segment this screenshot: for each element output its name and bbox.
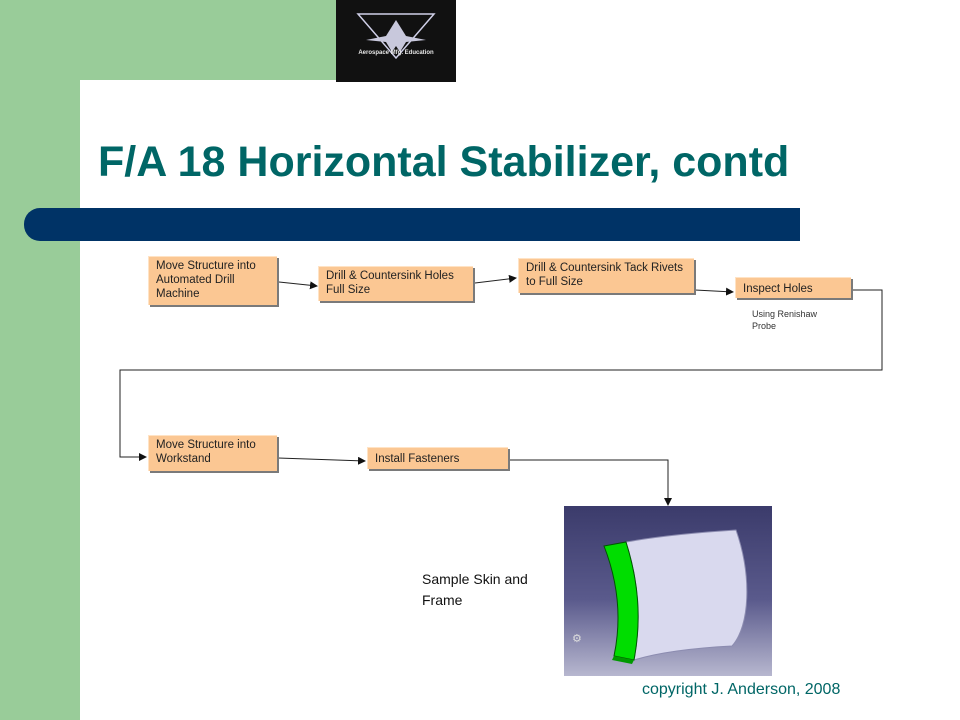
top-accent-band (0, 0, 336, 80)
aerospace-logo: Aerospace Mfg. Education (336, 0, 456, 82)
step-install-fasteners: Install Fasteners (367, 447, 508, 469)
step-inspect-holes: Inspect Holes (735, 277, 851, 298)
step-move-to-workstand: Move Structure into Workstand (148, 435, 277, 471)
inspect-note: Using Renishaw Probe (752, 309, 818, 331)
step-label: Install Fasteners (375, 453, 460, 465)
left-accent-band (0, 0, 80, 720)
connector-2-3 (474, 274, 517, 284)
connector-1-2 (278, 281, 318, 290)
axis-gizmo-icon: ⚙ (572, 632, 582, 645)
step-move-to-drill-machine: Move Structure into Automated Drill Mach… (148, 256, 277, 305)
copyright-footer: copyright J. Anderson, 2008 (642, 681, 841, 698)
connector-4-5 (119, 289, 883, 461)
skin-frame-image: ⚙ (572, 529, 748, 664)
step-label: Move Structure into Automated Drill Mach… (156, 260, 256, 300)
render-caption: Sample Skin and Frame (422, 571, 528, 608)
content-panel (80, 80, 960, 720)
step-drill-holes-full-size: Drill & Countersink Holes Full Size (318, 266, 473, 301)
step-drill-tack-rivets: Drill & Countersink Tack Rivets to Full … (518, 258, 694, 293)
skin-frame-render: ⚙ (564, 506, 772, 676)
connector-3-4 (694, 287, 734, 296)
jet-icon (356, 13, 436, 60)
connector-5-6 (277, 456, 366, 465)
page-title: F/A 18 Horizontal Stabilizer, contd (98, 138, 790, 186)
connector-6-render (510, 459, 672, 506)
title-underline-bar (24, 208, 800, 241)
step-label: Drill & Countersink Tack Rivets to Full … (526, 262, 684, 288)
logo-caption: Aerospace Mfg. Education (358, 50, 434, 56)
step-label: Drill & Countersink Holes Full Size (326, 270, 454, 296)
step-label: Inspect Holes (743, 283, 813, 295)
step-label: Move Structure into Workstand (156, 439, 256, 465)
